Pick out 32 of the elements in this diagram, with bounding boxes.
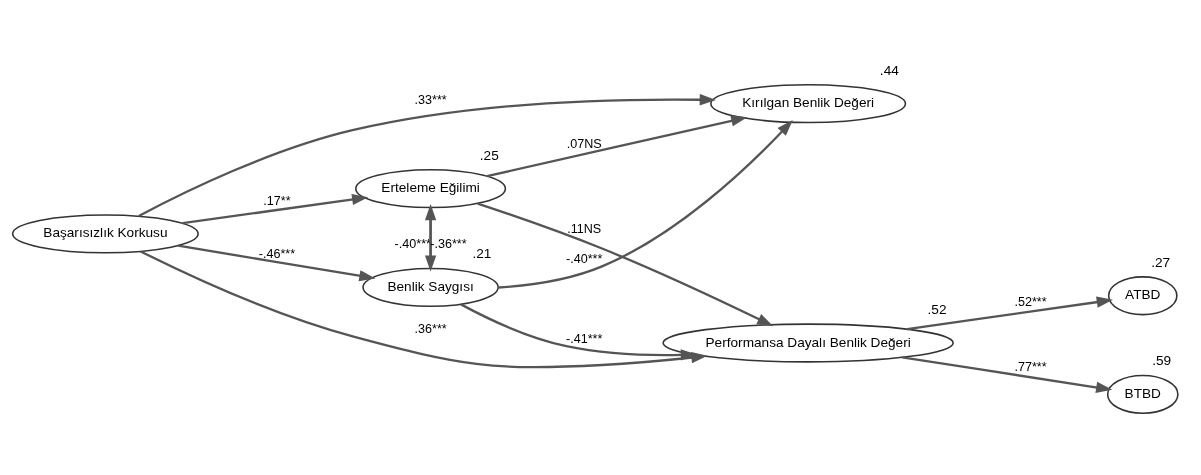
edge-label: .11NS — [567, 222, 602, 237]
arrow — [138, 94, 716, 217]
node-ellipse: BTBD — [1106, 374, 1179, 415]
node-ellipse: Erteleme Eğilimi — [355, 169, 507, 209]
node-label: .52 — [927, 302, 947, 318]
node-label: .25 — [479, 147, 499, 163]
arrow — [907, 296, 1113, 331]
edge-label: .07NS — [566, 137, 602, 152]
node-label: .21 — [472, 246, 492, 262]
edge-label: -.46*** — [258, 246, 296, 261]
edge-label: .77*** — [1014, 359, 1047, 374]
node-label: .27 — [1151, 254, 1171, 270]
node-ellipse: Kırılgan Benlik Değeri — [710, 84, 907, 124]
node-label: .44 — [879, 62, 899, 78]
arrow — [477, 202, 774, 327]
edge-label: .33*** — [414, 93, 447, 108]
node-ellipse: Benlik Saygısı — [362, 267, 499, 308]
arrow — [902, 356, 1113, 393]
arrow — [486, 115, 748, 178]
edge-label: .52*** — [1014, 294, 1047, 309]
arrow — [498, 119, 793, 289]
edge-label: .17** — [263, 194, 291, 209]
arrow — [140, 250, 708, 369]
edge-label: -.40*** — [394, 237, 431, 252]
node-label: .59 — [1152, 353, 1172, 369]
arrow — [178, 244, 376, 282]
node-ellipse: ATBD — [1107, 276, 1178, 316]
node-ellipse: Başarısızlık Korkusu — [11, 214, 199, 254]
edge-label: .36*** — [414, 322, 447, 337]
edge-label: -.41*** — [566, 331, 603, 346]
arrow — [182, 193, 369, 225]
edge-label: -.40*** — [566, 251, 603, 266]
